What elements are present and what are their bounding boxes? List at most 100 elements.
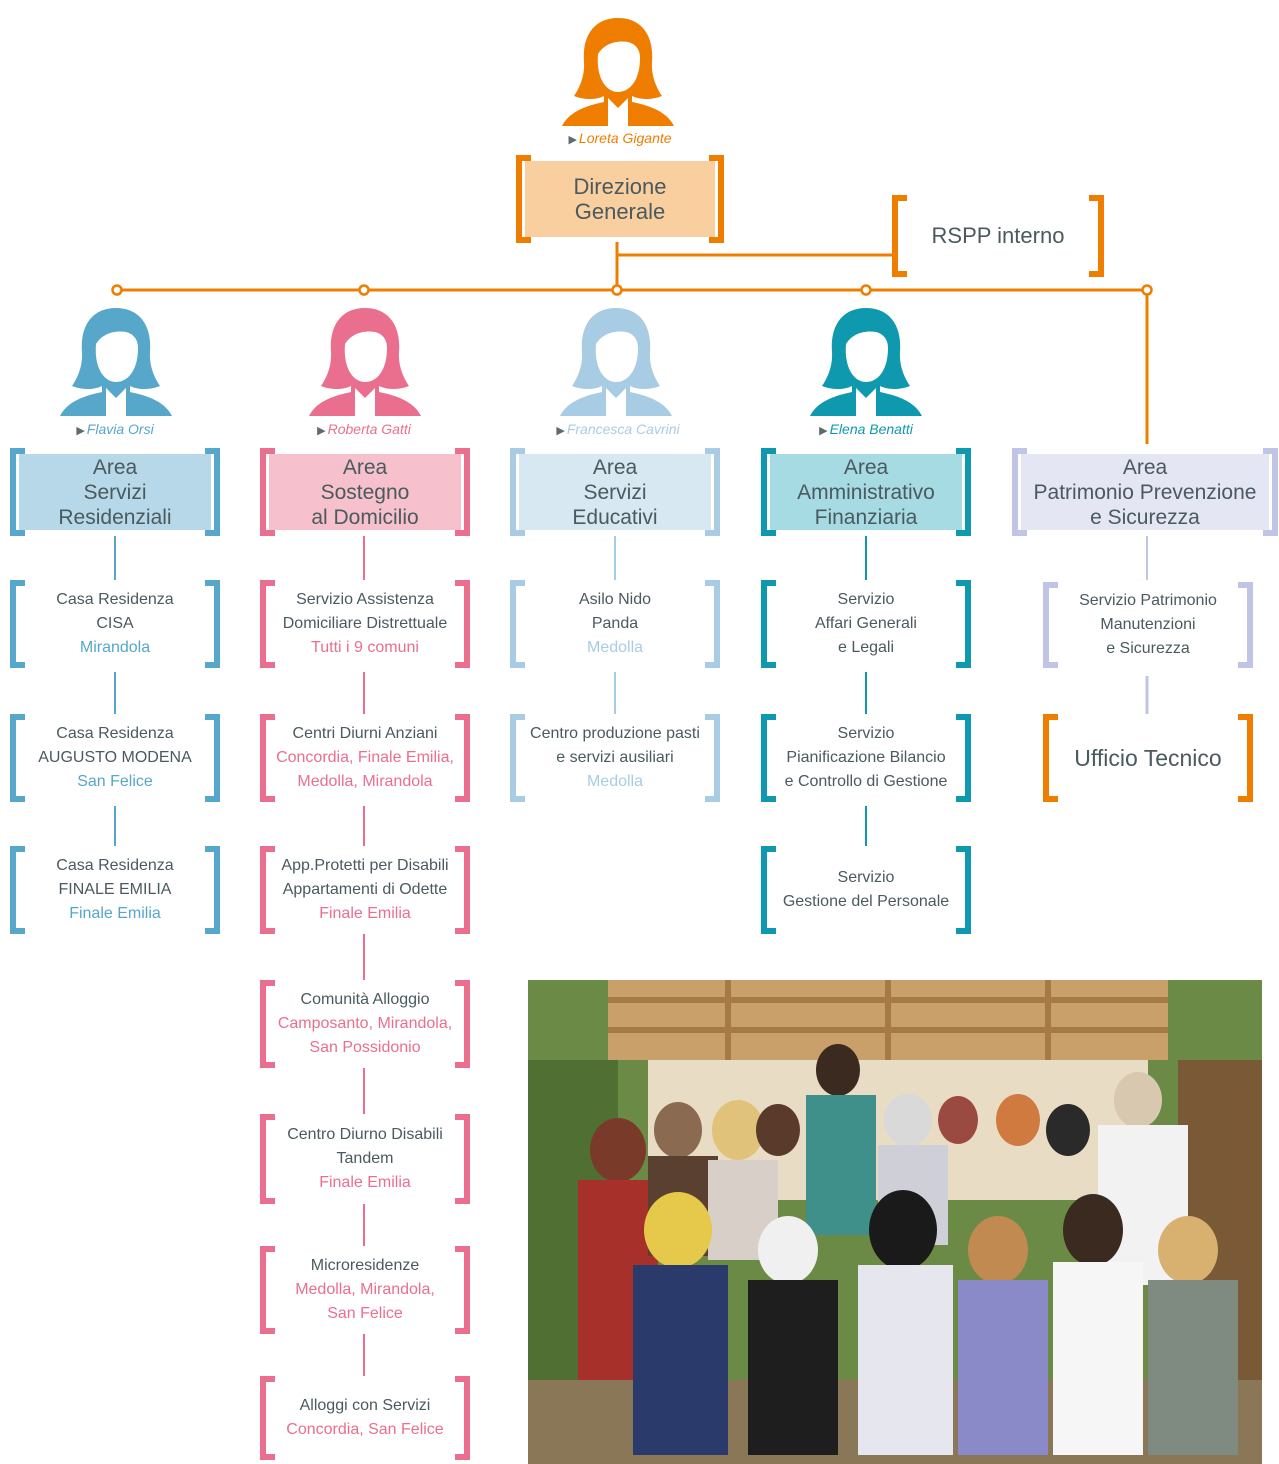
service-box: Centro produzione pasti e servizi ausilia… [510,714,720,802]
text-line: Manutenzioni [1100,616,1196,633]
text-line: Area [92,455,138,479]
direzione-generale-box: Direzione Generale [516,155,724,243]
text-line: Domiciliare Distrettuale [282,615,448,632]
text-line: Finale Emilia [319,1174,411,1191]
text-line: Alloggi con Servizi [299,1397,431,1414]
area-sostegno-domicilio: Area Sostegno al Domicilio [260,448,470,536]
ufficio-tecnico-box: Ufficio Tecnico [1043,714,1253,802]
triangle-icon: ▶ [568,134,577,146]
text-line: Servizi [583,480,647,504]
text-line: Centro produzione pasti [530,725,700,742]
box-text: Area Servizi Residenziali [58,455,171,530]
text-line: Concordia, San Felice [286,1421,444,1438]
person-name: ▶Loreta Gigante [520,130,720,146]
text-line: Servizio [837,725,895,742]
text-line: Generale [574,199,666,224]
text-line: Tandem [336,1150,394,1167]
text-line: Patrimonio Prevenzione [1033,480,1257,504]
text-line: Finanziaria [814,505,918,529]
person-avatar-icon [560,308,672,416]
text-line: Concordia, Finale Emilia, [276,749,454,766]
text-line: AUGUSTO MODENA [38,749,192,766]
box-text: Centro produzione pasti e servizi ausilia… [530,722,700,794]
triangle-icon: ▶ [556,425,565,437]
text-line: Servizio [837,869,895,886]
person-avatar-icon [562,18,674,126]
text-line: e Controllo di Gestione [784,773,948,790]
text-line: San Possidonio [309,1039,421,1056]
text-line: Medolla [586,639,644,656]
text-line: RSPP interno [931,223,1065,248]
junction-dot [860,284,872,296]
box-text: Area Patrimonio Prevenzione e Sicurezza [1034,455,1257,530]
text-line: Area [592,455,638,479]
person-name: ▶Flavia Orsi [15,421,215,437]
text-line: Loreta Gigante [578,130,672,146]
text-line: Educativi [572,505,658,529]
team-photo [528,980,1262,1464]
person-avatar-icon [810,308,922,416]
person-name: ▶Elena Benatti [766,421,966,437]
text-line: Ufficio Tecnico [1074,744,1222,771]
text-line: Amministrativo [797,480,935,504]
text-line: Area [342,455,388,479]
text-line: Centri Diurni Anziani [292,725,438,742]
text-line: e servizi ausiliari [556,749,674,766]
text-line: e Sicurezza [1106,640,1190,657]
text-line: FINALE EMILIA [58,881,172,898]
text-line: Mirandola [79,639,151,656]
text-line: Gestione del Personale [782,893,950,910]
triangle-icon: ▶ [317,425,326,437]
text-line: Servizio Assistenza [296,591,434,608]
text-line: Roberta Gatti [327,421,411,437]
area-amministrativo-finanziaria: Area Amministrativo Finanziaria [761,448,971,536]
text-line: Pianificazione Bilancio [786,749,946,766]
box-text: Area Sostegno al Domicilio [311,455,418,530]
text-line: Area [1122,455,1168,479]
text-line: Casa Residenza [56,857,174,874]
area-servizi-educativi: Area Servizi Educativi [510,448,720,536]
text-line: Asilo Nido [578,591,652,608]
text-line: Medolla [586,773,643,790]
triangle-icon: ▶ [76,425,85,437]
text-line: Sostegno [320,480,410,504]
text-line: Francesca Cavrini [566,421,680,437]
text-line: San Felice [327,1305,403,1322]
text-line: Centro Diurno Disabili [287,1126,443,1143]
text-line: Direzione [573,174,667,199]
text-line: Servizi [83,480,147,504]
junction-dot [611,284,623,296]
text-line: Casa Residenza [56,591,174,608]
area-patrimonio-prevenzione: Area Patrimonio Prevenzione e Sicurezza [1012,448,1278,536]
text-line: Casa Residenza [56,725,174,742]
text-line: Affari Generali [815,615,917,632]
text-line: Elena Benatti [829,421,913,437]
text-line: Camposanto, Mirandola, [277,1015,453,1032]
text-line: Flavia Orsi [86,421,154,437]
team-photo-icon [528,980,1262,1464]
text-line: al Domicilio [311,505,419,529]
person-name: ▶Francesca Cavrini [518,421,718,437]
